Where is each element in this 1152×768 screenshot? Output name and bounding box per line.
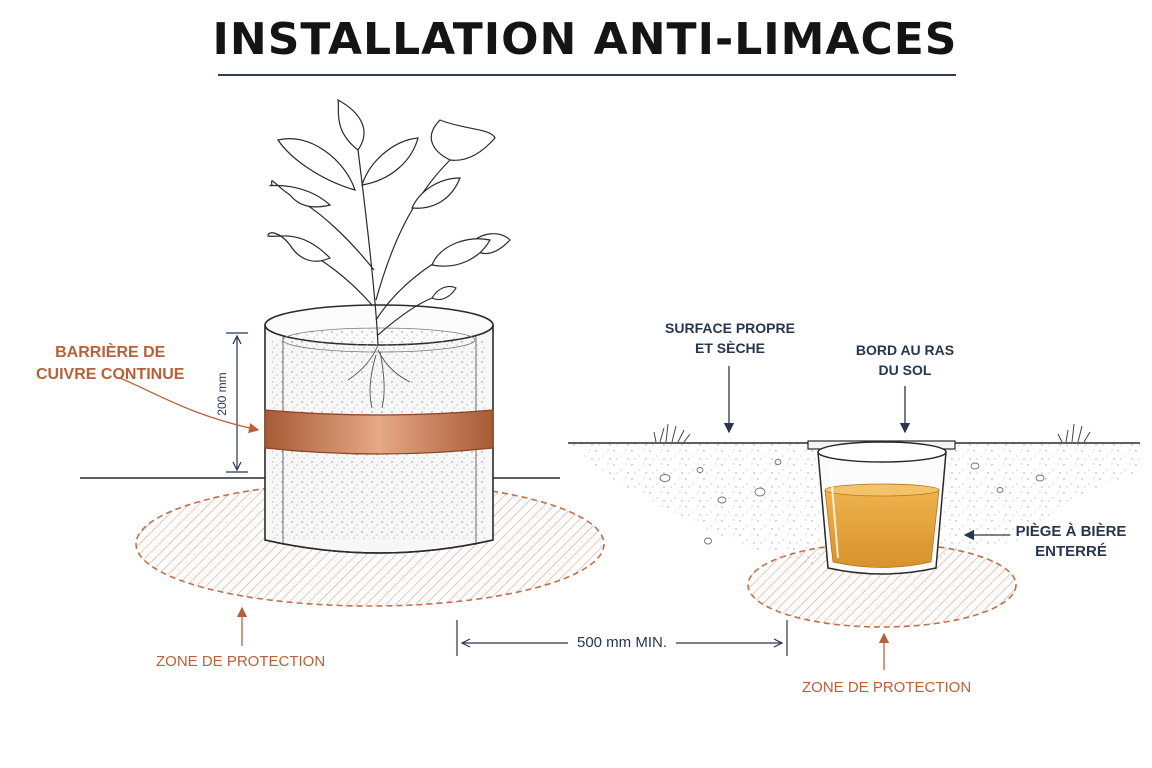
trap-label-line-1: PIÈGE À BIÈRE (1015, 523, 1127, 540)
rim-label-line-2: DU SOL (878, 362, 932, 378)
trap-label-line-2: ENTERRÉ (1035, 543, 1107, 560)
height-dimension (226, 332, 248, 473)
distance-label: 500 mm MIN. (576, 634, 667, 651)
grass-tuft-icon (653, 423, 691, 443)
barrier-label-line-2: CUIVRE CONTINUE (36, 366, 185, 383)
barrier-label: BARRIÈRE DE CUIVRE CONTINUE (36, 342, 184, 386)
barrier-leader-arrow (119, 377, 260, 434)
surface-label-line-1: SURFACE PROPRE (665, 320, 795, 336)
diagram-title: INSTALLATION ANTI-LIMACES (212, 14, 958, 65)
plant-icon (267, 98, 511, 409)
left-zone-label: ZONE DE PROTECTION (156, 653, 326, 670)
rim-label-line-1: BORD AU RAS (855, 342, 955, 358)
height-label: 200 mm (215, 372, 229, 416)
distance-dimension (456, 620, 788, 656)
grass-tuft-icon (1057, 423, 1091, 443)
rim-label: BORD AU RAS DU SOL (842, 340, 968, 380)
trap-label: PIÈGE À BIÈRE ENTERRÉ (1010, 522, 1132, 562)
copper-barrier-band (264, 409, 494, 455)
surface-label: SURFACE PROPRE ET SÈCHE (660, 318, 800, 358)
right-zone-label: ZONE DE PROTECTION (802, 679, 972, 696)
beer-trap-icon (807, 440, 956, 575)
title-underline (218, 74, 956, 76)
surface-label-line-2: ET SÈCHE (694, 340, 765, 356)
barrier-label-line-1: BARRIÈRE DE (55, 344, 166, 361)
